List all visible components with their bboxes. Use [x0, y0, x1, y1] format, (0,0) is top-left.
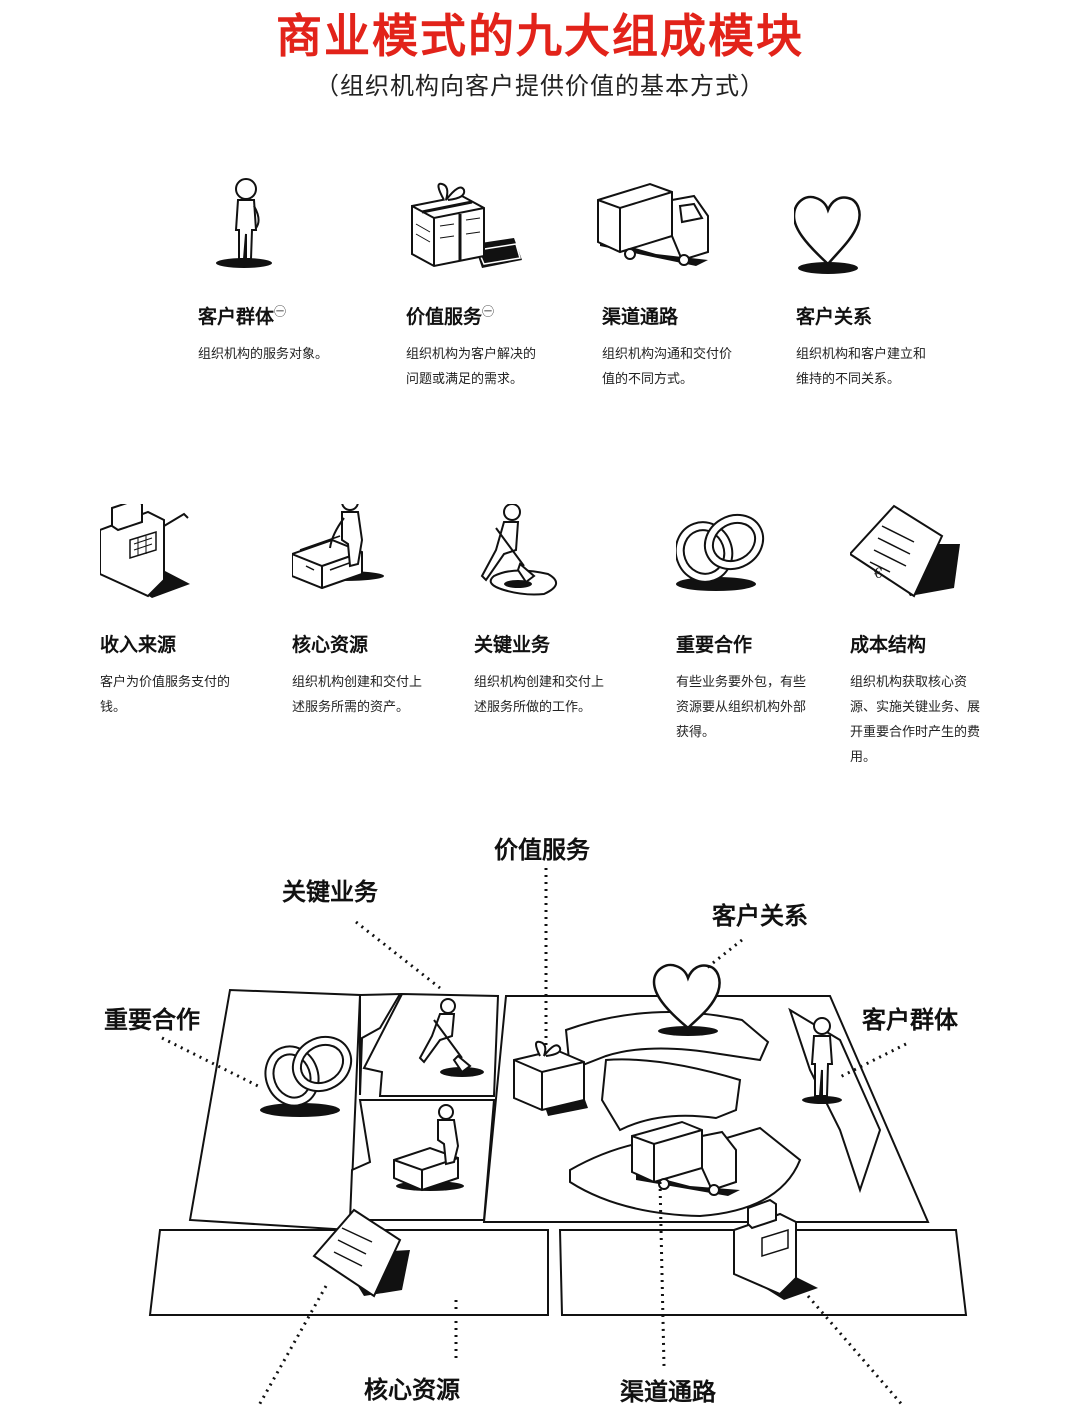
canvas-label-key-resources: 核心资源	[364, 1376, 460, 1404]
footnote-mark: ㊀	[274, 304, 287, 319]
delivery-truck-icon	[597, 182, 709, 266]
block-heading: 成本结构	[850, 634, 927, 656]
block-heading: 核心资源	[292, 634, 369, 656]
block-description: 客户为价值服务支付的钱。	[100, 675, 231, 715]
block-heading: 收入来源	[100, 634, 177, 656]
canvas-label-customer-relationships: 客户关系	[712, 902, 808, 930]
block-heading: 价值服务㊀	[406, 304, 495, 328]
block-description: 组织机构创建和交付上述服务所做的工作。	[474, 675, 605, 715]
block-description: 组织机构获取核心资源、实施关键业务、展开重要合作时产生的费用。	[850, 675, 981, 765]
block-heading: 关键业务	[474, 634, 551, 656]
block-heading: 客户群体㊀	[198, 304, 287, 328]
canvas-label-value-propositions: 价值服务	[494, 836, 590, 864]
linked-rings-icon	[676, 513, 765, 591]
canvas-label-customer-segments: 客户群体	[862, 1006, 958, 1034]
block-heading: 渠道通路	[602, 306, 679, 328]
block-heading: 客户关系	[796, 306, 873, 328]
heart-icon	[794, 195, 861, 274]
canvas-label-key-activities: 关键业务	[282, 878, 378, 906]
canvas-label-key-partnerships: 重要合作	[104, 1006, 200, 1034]
business-model-canvas-illustration	[148, 868, 968, 1407]
worker-digging-icon	[480, 504, 557, 596]
canvas-label-channels: 渠道通路	[620, 1378, 716, 1406]
footnote-mark: ㊀	[482, 304, 495, 319]
activities-panel-edge	[359, 992, 402, 1096]
block-description: 组织机构和客户建立和维持的不同关系。	[796, 347, 927, 387]
page-subtitle: （组织机构向客户提供价值的基本方式）	[315, 72, 765, 100]
person-standing-icon	[216, 178, 272, 268]
block-description: 组织机构沟通和交付价值的不同方式。	[602, 347, 733, 387]
block-description: 有些业务要外包，有些资源要从组织机构外部获得。	[676, 675, 807, 740]
cash-register-icon	[100, 504, 190, 598]
block-description: 组织机构为客户解决的问题或满足的需求。	[406, 347, 537, 387]
invoice-document-icon: €	[850, 504, 960, 598]
block-description: 组织机构的服务对象。	[198, 347, 329, 362]
block-heading: 重要合作	[676, 634, 753, 656]
svg-text:€: €	[873, 566, 883, 582]
gift-box-icon	[411, 182, 522, 268]
block-description: 组织机构创建和交付上述服务所需的资产。	[292, 675, 423, 715]
worker-with-crate-icon	[292, 504, 384, 590]
page-title: 商业模式的九大组成模块	[276, 9, 804, 63]
